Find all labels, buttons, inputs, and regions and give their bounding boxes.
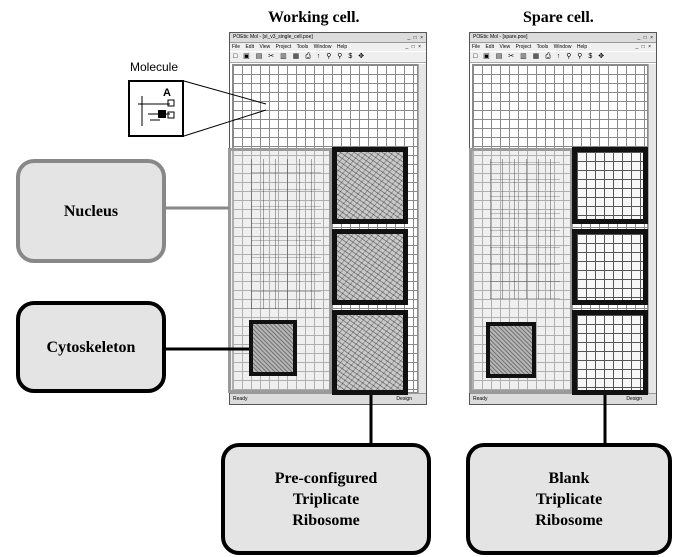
molecule-connector-bottom	[183, 109, 267, 137]
working-window-menubar: File Edit View Project Tools Window Help…	[230, 43, 426, 51]
spare-window-titlebar: POEtic Mol - [spare.poe] _ □ ×	[470, 33, 656, 43]
menu-file[interactable]: File	[232, 44, 241, 50]
molecule-inset: A	[128, 80, 184, 137]
spare-cytoskeleton-region	[486, 322, 536, 378]
menu-window[interactable]: Window	[553, 44, 572, 50]
spare-window-title: POEtic Mol - [spare.poe]	[473, 34, 528, 40]
window-controls-icon[interactable]: _ □ ×	[637, 35, 654, 41]
menu-help[interactable]: Help	[336, 44, 348, 50]
working-ribosome-block-3	[332, 310, 408, 395]
window-controls-icon[interactable]: _ □ ×	[407, 35, 424, 41]
spare-window-toolbar-icons[interactable]: □ ▣ ▤ ✂ ▥ ▦ ⎙ ↑ ⚲ ⚲ $ ✥	[470, 52, 656, 63]
menu-project[interactable]: Project	[515, 44, 532, 50]
status-ready: Ready	[473, 396, 488, 402]
working-ribosome-block-2	[332, 229, 408, 305]
cytoskeleton-callout: Cytoskeleton	[16, 301, 166, 393]
preconfigured-ribosome-callout: Pre-configured Triplicate Ribosome	[221, 443, 431, 555]
working-cell-title: Working cell.	[268, 9, 360, 26]
nucleus-wiring	[251, 159, 321, 309]
spare-window-statusbar: Ready Design	[470, 393, 656, 404]
working-window-toolbar-icons[interactable]: □ ▣ ▤ ✂ ▥ ▦ ⎙ ↑ ⚲ ⚲ $ ✥	[230, 52, 426, 63]
menu-file[interactable]: File	[472, 44, 481, 50]
status-design: Design	[396, 396, 412, 402]
menu-edit[interactable]: Edit	[485, 44, 495, 50]
menu-edit[interactable]: Edit	[245, 44, 255, 50]
spare-window-menubar: File Edit View Project Tools Window Help…	[470, 43, 656, 51]
menu-tools[interactable]: Tools	[296, 44, 309, 50]
menu-view[interactable]: View	[499, 44, 511, 50]
molecule-label: Molecule	[130, 60, 179, 74]
menu-help[interactable]: Help	[576, 44, 588, 50]
molecule-connector-top	[183, 80, 267, 105]
menu-tools[interactable]: Tools	[536, 44, 549, 50]
working-ribosome-block-1	[332, 147, 408, 224]
spare-ribosome-block-3	[572, 310, 648, 395]
document-controls-icon[interactable]: _ □ ×	[635, 44, 652, 50]
working-window-scrollbar[interactable]	[418, 64, 426, 393]
working-window-title: POEtic Mol - [sl_v3_single_cell.poe]	[233, 34, 313, 40]
molecule-schematic-icon: A	[138, 87, 175, 126]
molecule-glyph: A	[163, 87, 171, 99]
spare-ribosome-block-2	[572, 229, 648, 305]
status-ready: Ready	[233, 396, 248, 402]
blank-ribosome-callout: Blank Triplicate Ribosome	[466, 443, 672, 555]
spare-window-scrollbar[interactable]	[648, 64, 656, 393]
status-design: Design	[626, 396, 642, 402]
working-window-titlebar: POEtic Mol - [sl_v3_single_cell.poe] _ □…	[230, 33, 426, 43]
nucleus-callout: Nucleus	[16, 159, 166, 263]
menu-project[interactable]: Project	[275, 44, 292, 50]
document-controls-icon[interactable]: _ □ ×	[405, 44, 422, 50]
spare-cell-title: Spare cell.	[523, 9, 594, 26]
menu-view[interactable]: View	[259, 44, 271, 50]
working-window-statusbar: Ready Design	[230, 393, 426, 404]
spare-ribosome-block-1	[572, 147, 648, 224]
menu-window[interactable]: Window	[313, 44, 332, 50]
spare-nucleus-wiring	[490, 159, 560, 299]
working-cytoskeleton-region	[249, 320, 297, 376]
